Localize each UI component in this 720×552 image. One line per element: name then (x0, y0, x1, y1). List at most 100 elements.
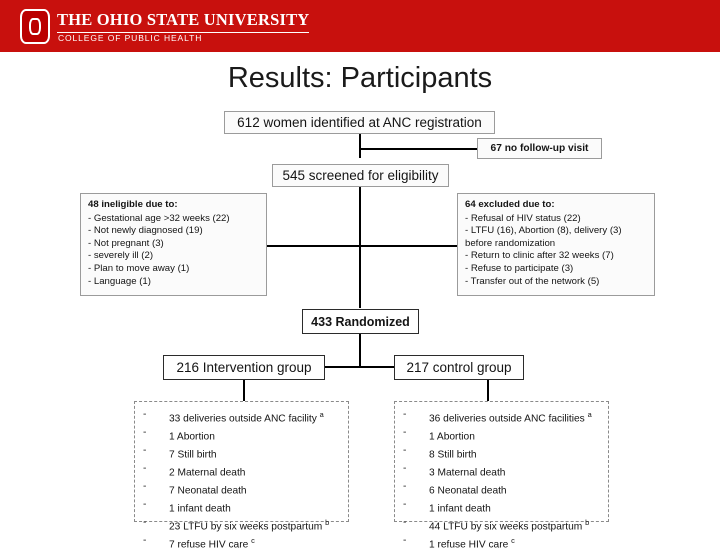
brand-header-band: THE OHIO STATE UNIVERSITY COLLEGE OF PUB… (0, 0, 720, 52)
node-excluded: 64 excluded due to: - Refusal of HIV sta… (457, 193, 655, 296)
node-ineligible: 48 ineligible due to: - Gestational age … (80, 193, 267, 296)
node-intervention-group: 216 Intervention group (163, 355, 325, 380)
footnote-marker: a (587, 410, 592, 419)
college-wordmark: COLLEGE OF PUBLIC HEALTH (58, 33, 203, 43)
list-item-text: 44 LTFU by six weeks postpartum (429, 521, 586, 533)
bullet-dash: - (403, 480, 407, 492)
connector-to-no-follow-up (359, 148, 478, 150)
list-item-text: 36 deliveries outside ANC facilities (429, 413, 588, 425)
connector-randomized-down (359, 334, 361, 367)
list-item: - 1 infant death (403, 498, 602, 516)
page-title-rest: Participants (332, 62, 493, 94)
bullet-dash: - (143, 498, 147, 510)
bullet-dash: - (403, 409, 407, 420)
footnote-marker: c (251, 535, 255, 545)
list-item-text: 7 refuse HIV care (169, 539, 252, 551)
connector-intervention-to-outcomes (243, 380, 245, 402)
node-ineligible-item: - Gestational age >32 weeks (22) (88, 212, 230, 224)
footnote-marker: b (325, 517, 330, 527)
footnote-marker: a (319, 410, 324, 419)
list-item-text: 1 refuse HIV care (429, 539, 512, 551)
list-item: - 1 infant death (143, 498, 342, 516)
list-item: - 44 LTFU by six weeks postpartum b (403, 516, 602, 534)
list-item-text: 33 deliveries outside ANC facility (169, 413, 320, 425)
connector-split-right (359, 366, 395, 368)
list-item-text: 6 Neonatal death (429, 485, 507, 497)
node-excluded-item: before randomization (465, 237, 556, 249)
node-excluded-item: - Refusal of HIV status (22) (465, 212, 581, 224)
bullet-dash: - (143, 480, 147, 492)
connector-enrolled-to-screened (359, 133, 361, 158)
bullet-dash: - (143, 409, 147, 420)
node-ineligible-heading: 48 ineligible due to: (88, 199, 178, 210)
connector-to-excluded-box (359, 245, 457, 247)
node-randomized: 433 Randomized (302, 309, 419, 334)
list-item-text: 1 infant death (169, 503, 231, 515)
ohio-state-block-o-logo (20, 9, 50, 44)
node-no-follow-up: 67 no follow-up visit (477, 138, 602, 159)
node-ineligible-item: - Not pregnant (3) (88, 237, 164, 249)
list-item: - 7 Still birth (143, 444, 342, 462)
participant-flow-diagram: 612 women identified at ANC registration… (80, 111, 655, 550)
list-item-text: 23 LTFU by six weeks postpartum (169, 521, 326, 533)
list-item-text: 1 Abortion (429, 431, 475, 443)
list-item: - 1 refuse HIV care c (403, 534, 602, 552)
list-item: - 23 LTFU by six weeks postpartum b (143, 516, 342, 534)
university-wordmark: THE OHIO STATE UNIVERSITY (57, 10, 310, 33)
node-control-group-label: 217 control group (406, 360, 512, 375)
node-intervention-outcomes: - 33 deliveries outside ANC facility a -… (134, 401, 349, 550)
node-ineligible-item: - Not newly diagnosed (19) (88, 225, 203, 237)
list-item: - 36 deliveries outside ANC facilities a (403, 408, 602, 426)
node-excluded-item: - Return to clinic after 32 weeks (7) (465, 250, 614, 262)
bullet-dash: - (143, 534, 147, 546)
bullet-dash: - (403, 426, 407, 438)
node-excluded-heading: 64 excluded due to: (465, 199, 555, 210)
bullet-dash: - (403, 516, 407, 528)
list-item-text: 8 Still birth (429, 449, 477, 461)
node-excluded-item: - LTFU (16), Abortion (8), delivery (3) (465, 225, 622, 237)
node-ineligible-item: - severely ill (2) (88, 250, 154, 262)
bullet-dash: - (403, 462, 407, 474)
bullet-dash: - (143, 444, 147, 456)
node-intervention-group-label: 216 Intervention group (176, 360, 312, 375)
page-title: Results: Participants (0, 62, 720, 95)
bullet-dash: - (403, 444, 407, 456)
list-item: - 7 refuse HIV care c (143, 534, 342, 552)
list-item: - 8 Still birth (403, 444, 602, 462)
bullet-dash: - (403, 534, 407, 546)
node-ineligible-item: - Language (1) (88, 275, 151, 287)
node-excluded-item: - Refuse to participate (3) (465, 262, 574, 274)
footnote-marker: b (585, 517, 590, 527)
list-item-text: 2 Maternal death (169, 467, 246, 479)
node-randomized-label: 433 Randomized (311, 314, 410, 329)
bullet-dash: - (143, 426, 147, 438)
list-item-text: 7 Still birth (169, 449, 217, 461)
node-no-follow-up-label: 67 no follow-up visit (490, 142, 589, 154)
list-item: - 3 Maternal death (403, 462, 602, 480)
page-title-lead: Results: (227, 62, 333, 94)
bullet-dash: - (143, 516, 147, 528)
list-item-text: 7 Neonatal death (169, 485, 247, 497)
list-item: - 33 deliveries outside ANC facility a (143, 408, 342, 426)
list-item-text: 1 infant death (429, 503, 491, 515)
list-item: - 1 Abortion (403, 426, 602, 444)
node-enrolled-label: 612 women identified at ANC registration (237, 115, 482, 130)
node-screened-label: 545 screened for eligibility (282, 168, 439, 183)
list-item: - 1 Abortion (143, 426, 342, 444)
connector-control-to-outcomes (487, 380, 489, 402)
node-ineligible-item: - Plan to move away (1) (88, 262, 190, 274)
node-control-outcomes: - 36 deliveries outside ANC facilities a… (394, 401, 609, 550)
node-excluded-item: - Transfer out of the network (5) (465, 275, 600, 287)
connector-to-ineligible-box (267, 245, 360, 247)
node-enrolled: 612 women identified at ANC registration (224, 111, 495, 134)
list-item: - 2 Maternal death (143, 462, 342, 480)
list-item: - 6 Neonatal death (403, 480, 602, 498)
list-item-text: 3 Maternal death (429, 467, 506, 479)
connector-split-left (324, 366, 360, 368)
bullet-dash: - (143, 462, 147, 474)
footnote-marker: c (511, 535, 515, 545)
node-control-group: 217 control group (394, 355, 524, 380)
node-screened: 545 screened for eligibility (272, 164, 449, 187)
connector-screened-to-randomized (359, 187, 361, 308)
bullet-dash: - (403, 498, 407, 510)
